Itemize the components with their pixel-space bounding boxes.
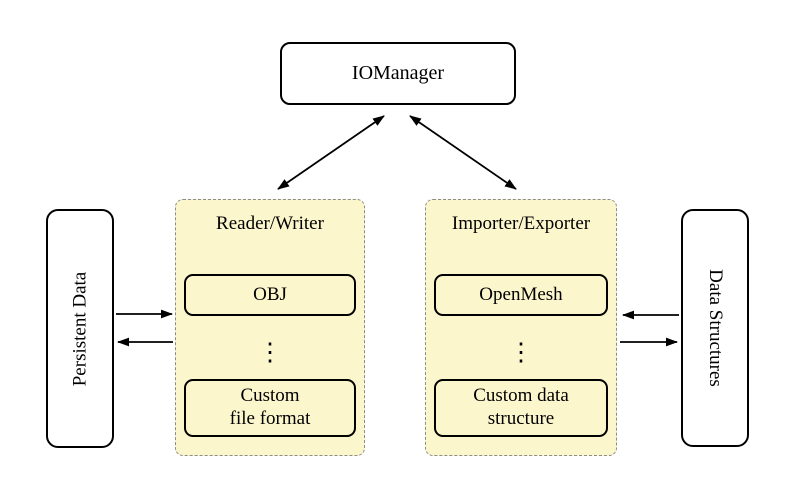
data-structures-node[interactable]: Data Structures: [681, 209, 749, 447]
iomanager-node[interactable]: IOManager: [280, 42, 516, 105]
custom-file-format-node[interactable]: Custom file format: [184, 379, 356, 437]
arrow-iomanager-importer-exporter: [409, 115, 517, 190]
custom-data-structure-label: Custom data structure: [473, 385, 569, 429]
reader-writer-group: Reader/Writer OBJ ⋮ Custom file format: [175, 199, 365, 456]
reader-writer-title: Reader/Writer: [216, 213, 324, 234]
iomanager-label: IOManager: [351, 62, 445, 84]
custom-file-format-label: Custom file format: [229, 385, 311, 429]
openmesh-node[interactable]: OpenMesh: [434, 274, 608, 316]
importer-exporter-title: Importer/Exporter: [451, 213, 591, 234]
obj-node[interactable]: OBJ: [184, 274, 356, 316]
data-structures-label: Data Structures: [705, 269, 726, 387]
importer-exporter-group: Importer/Exporter OpenMesh ⋮ Custom data…: [425, 199, 617, 456]
custom-data-structure-node[interactable]: Custom data structure: [434, 379, 608, 437]
importer-exporter-ellipsis: ⋮: [508, 339, 534, 366]
arrow-iomanager-reader-writer: [277, 115, 385, 190]
obj-label: OBJ: [253, 283, 287, 305]
persistent-data-label: Persistent Data: [69, 271, 91, 386]
reader-writer-ellipsis: ⋮: [257, 339, 283, 366]
persistent-data-node[interactable]: Persistent Data: [46, 209, 114, 448]
openmesh-label: OpenMesh: [479, 283, 563, 305]
